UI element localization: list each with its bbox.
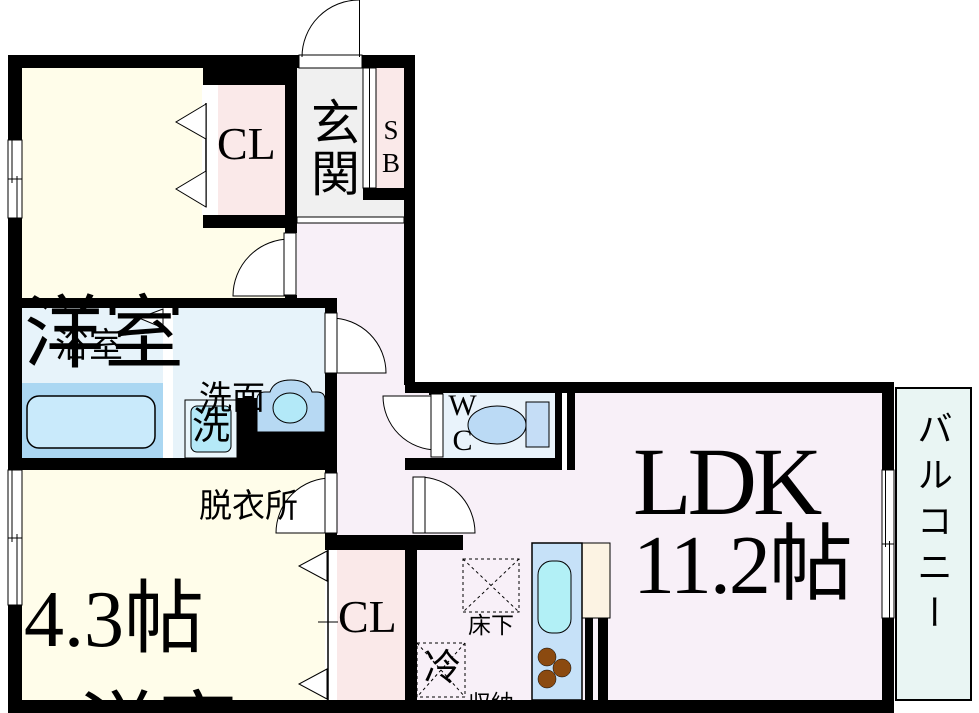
bedroom-top-label: 洋室 4.3帖 <box>24 291 204 664</box>
bedroom-bottom-window <box>7 469 23 606</box>
stove-burners <box>537 647 572 689</box>
closet-bottom-area <box>337 550 405 700</box>
shoebox-label: SB <box>376 115 406 181</box>
closet-top-label: CL <box>217 118 276 169</box>
balcony-outline <box>895 387 972 701</box>
wc-wall-seam <box>562 393 567 470</box>
windows <box>7 139 895 619</box>
entrance-door <box>298 0 363 69</box>
fixtures <box>26 379 611 701</box>
entrance-label: 玄関 <box>304 97 359 199</box>
washroom-door <box>324 312 387 374</box>
misc-symbols <box>137 67 972 701</box>
wc-door <box>382 393 444 458</box>
floor-storage-box <box>462 558 520 613</box>
wc-label: WC <box>446 389 479 459</box>
ldk-door <box>412 476 476 534</box>
hall-area <box>297 217 404 298</box>
kitchen-counter <box>531 542 611 701</box>
floor-storage-label: 床下 収納 <box>468 613 514 713</box>
refrigerator-label: 冷 <box>424 648 461 689</box>
toilet-icon <box>467 401 550 448</box>
bedroom-bottom-label: 洋室 6.1帖 <box>78 494 258 713</box>
closet-top-door <box>175 103 207 208</box>
entrance-step <box>296 216 405 224</box>
washbasin <box>256 379 326 433</box>
bathroom-label: 浴室 <box>55 328 123 365</box>
washroom-label: 洗面 脱衣所 <box>199 381 298 525</box>
closet-top-area <box>218 85 285 215</box>
doors <box>232 0 476 534</box>
walls <box>8 55 894 713</box>
bath-folding-door <box>137 308 164 329</box>
balcony-label: バルコニー <box>912 410 952 640</box>
kitchen-sink <box>537 560 572 634</box>
balcony-sliding-window <box>881 469 895 619</box>
bedroom-top-window <box>7 139 23 219</box>
ldk-name-label: LDK <box>633 428 822 535</box>
washing-machine-pan <box>184 399 238 459</box>
bedroom-top-door <box>232 232 297 297</box>
bedroom-bottom-door <box>275 472 338 534</box>
closet-bottom-label: CL <box>338 591 397 642</box>
shoebox-front <box>362 67 377 189</box>
bathtub <box>26 395 156 449</box>
bedroom-bottom-area <box>22 470 325 700</box>
ldk-size-label: 11.2帖 <box>633 519 853 612</box>
closet-bottom-door <box>297 550 338 700</box>
washing-machine-label: 洗 <box>192 406 231 448</box>
